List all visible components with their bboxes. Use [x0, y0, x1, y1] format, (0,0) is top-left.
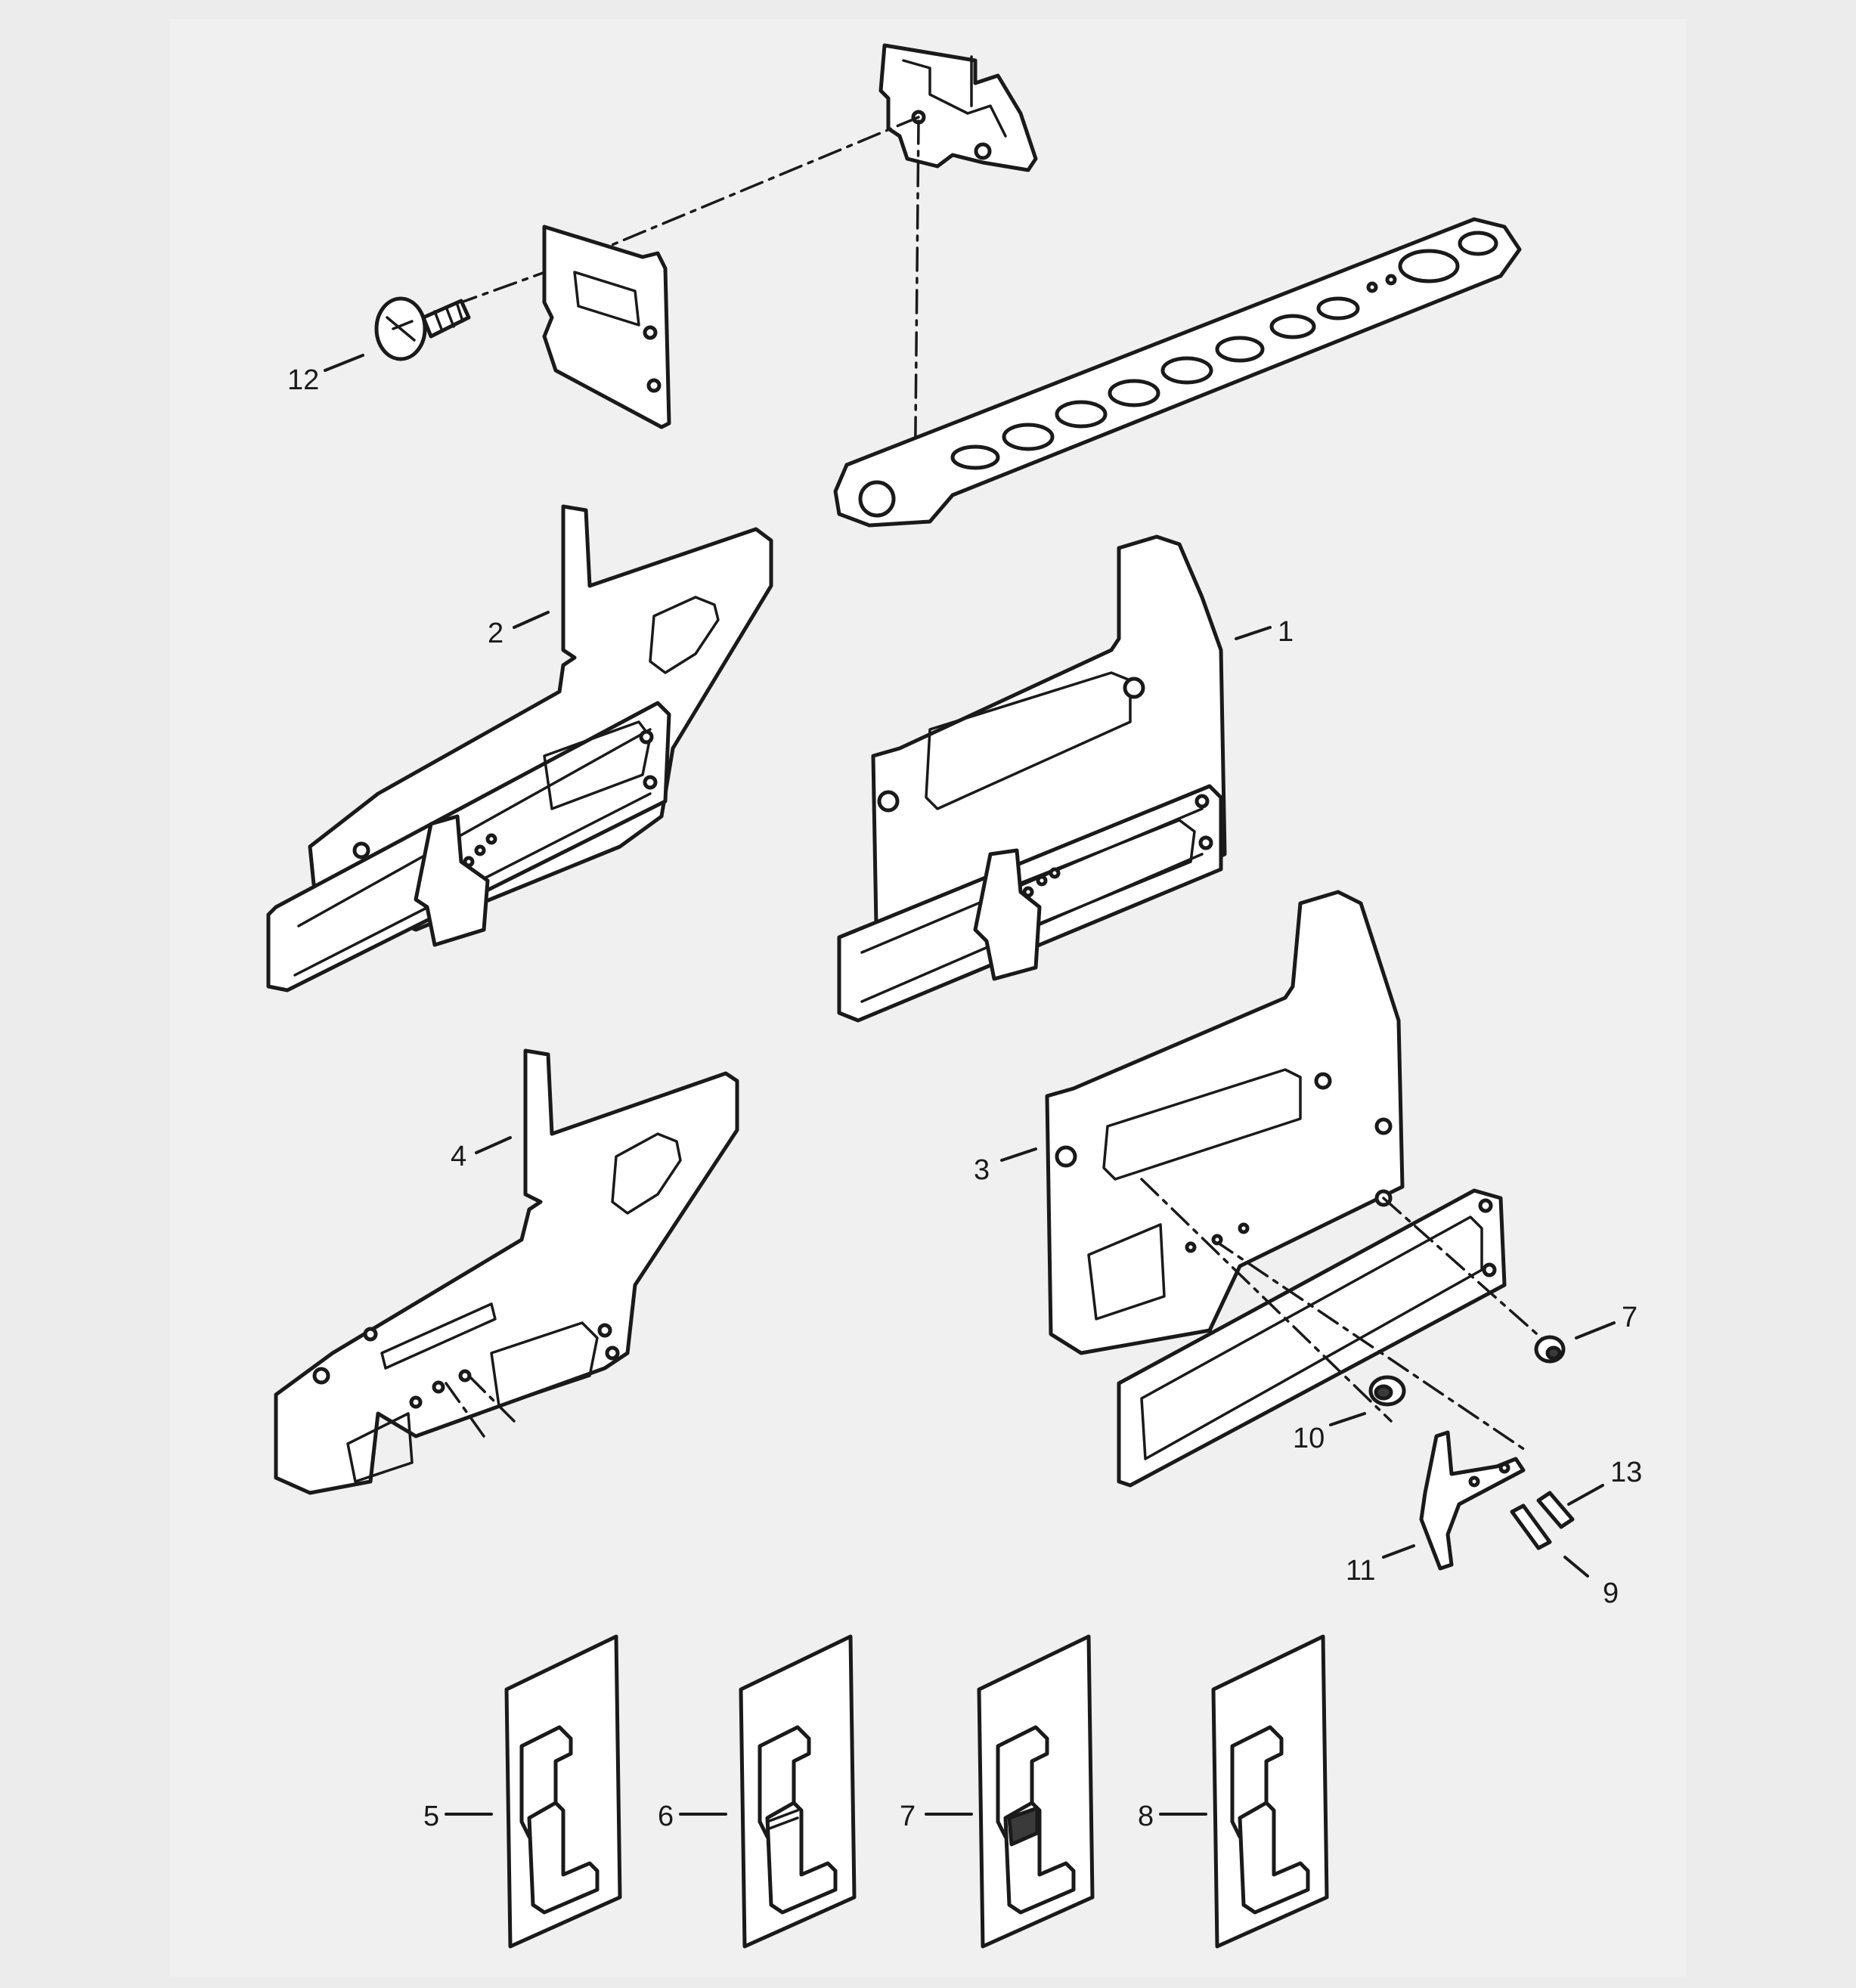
- callout-label: 1: [1278, 616, 1294, 648]
- callout-label: 4: [451, 1141, 466, 1172]
- screw-12: [374, 296, 471, 361]
- callout-label: 13: [1610, 1457, 1642, 1488]
- slide-frame-3: [1117, 1188, 1507, 1488]
- callout-label: 3: [974, 1154, 990, 1186]
- link-bar: [833, 217, 1522, 528]
- callout-label: 6: [658, 1801, 674, 1832]
- axis-line: [1212, 1238, 1529, 1453]
- callout-label: 10: [1293, 1423, 1325, 1454]
- pin-9: [1510, 1503, 1552, 1550]
- hole-marker: [1211, 1234, 1223, 1246]
- callout-label: 8: [1138, 1801, 1154, 1832]
- axis-line: [554, 116, 920, 270]
- plate-assembly-2: [266, 504, 773, 992]
- spacer-10: [1368, 1375, 1406, 1407]
- hole-marker: [1185, 1241, 1197, 1253]
- insert-card-7: [977, 1634, 1095, 1949]
- plate-3: [1045, 890, 1405, 1355]
- insert-card-8: [1211, 1634, 1329, 1949]
- insert-card-5: [504, 1634, 622, 1949]
- callout-label: 7: [900, 1801, 916, 1832]
- mounting-plate: [542, 225, 671, 429]
- nut-7: [1534, 1335, 1566, 1364]
- axis-line: [460, 267, 557, 304]
- axis-line: [445, 1382, 485, 1438]
- callout-label: 2: [488, 618, 504, 649]
- callout-leaders: [324, 354, 1616, 1816]
- callout-label: 7: [1622, 1302, 1638, 1333]
- plate-4: [274, 1048, 739, 1495]
- callout-label: 5: [423, 1801, 439, 1832]
- lever-11: [1419, 1430, 1526, 1571]
- callout-label: 9: [1603, 1578, 1619, 1609]
- axis-line: [467, 1374, 516, 1423]
- plate-assembly-1: [837, 534, 1227, 1023]
- insert-card-6: [739, 1634, 857, 1949]
- callout-label: 12: [287, 364, 319, 396]
- hole-marker: [1238, 1222, 1250, 1234]
- callout-label: 11: [1346, 1555, 1375, 1587]
- pin-13: [1536, 1491, 1575, 1529]
- axis-line: [1382, 1197, 1551, 1347]
- axis-line: [1140, 1178, 1393, 1423]
